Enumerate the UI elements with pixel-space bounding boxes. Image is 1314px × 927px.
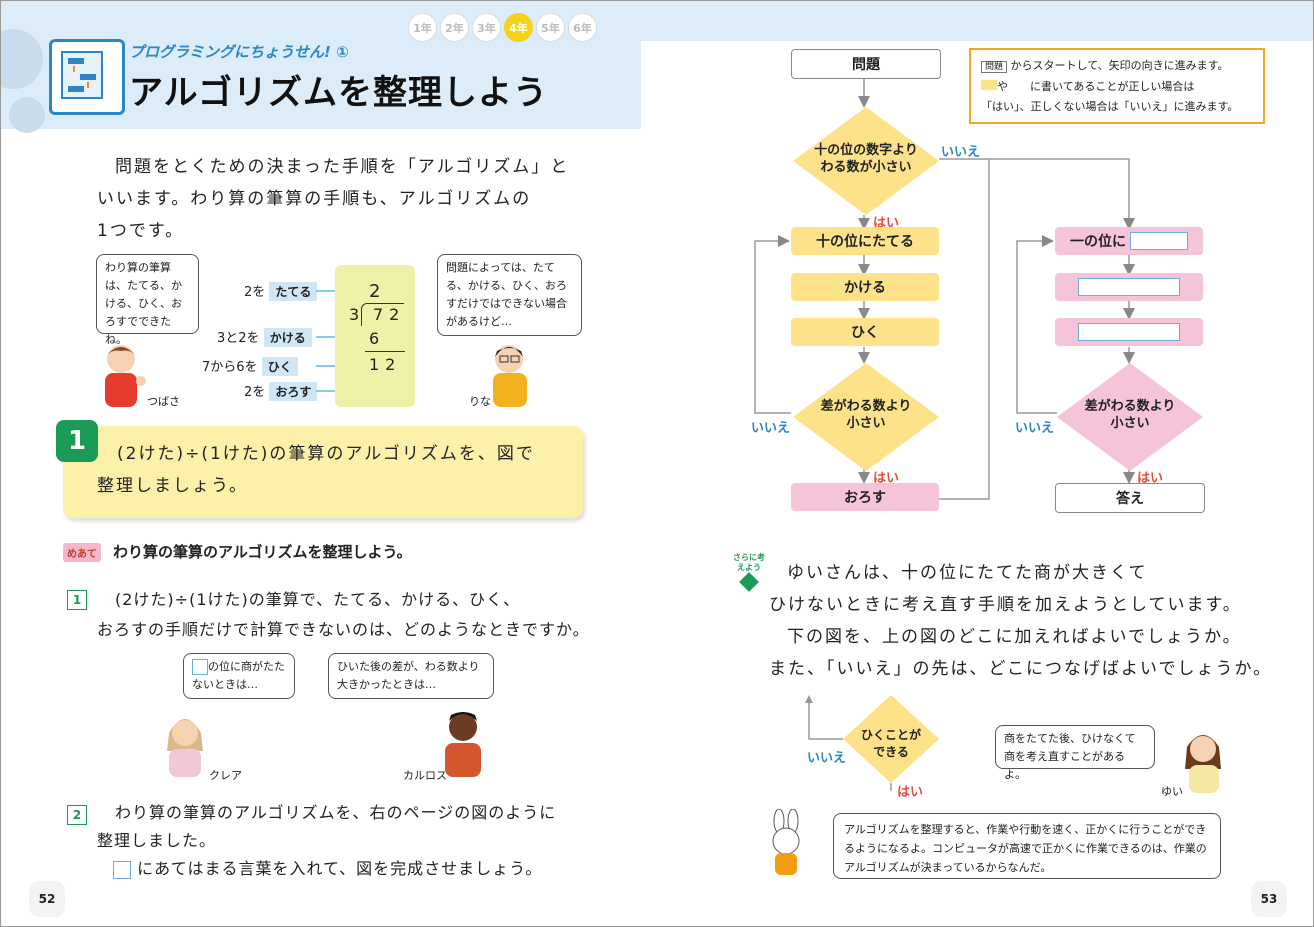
girl-yui-icon xyxy=(1181,727,1227,797)
flow-step-hiku: ひく xyxy=(791,318,939,346)
speech-bubble-tsubasa: わり算の筆算は、たてる、かける、ひく、おろすでできたね。 xyxy=(96,254,199,334)
grade-tab-3[interactable]: 3年 xyxy=(472,13,501,42)
remainder: 12 xyxy=(369,355,401,374)
long-division-panel: 2 3 72 6 12 xyxy=(335,265,415,407)
question-number: 1 xyxy=(56,420,98,462)
quotient: 2 xyxy=(369,281,380,302)
rabbit-mascot-icon xyxy=(759,809,819,883)
speech-bubble-carlos: ひいた後の差が、わる数より大きかったときは… xyxy=(328,653,494,699)
name-tsubasa: つばさ xyxy=(147,393,180,409)
grade-tab-6[interactable]: 6年 xyxy=(568,13,597,42)
label-yes: はい xyxy=(897,781,923,800)
speech-bubble-rina: 問題によっては、たてる、かける、ひく、おろすだけではできない場合があるけど… xyxy=(437,254,582,336)
speech-bubble-claire: の位に商がたたないときは… xyxy=(183,653,295,699)
speech-bubble-rabbit: アルゴリズムを整理すると、作業や行動を速く、正かくに行うことができるようになるよ… xyxy=(833,813,1221,879)
boy-tsubasa-icon xyxy=(99,341,149,411)
product: 6 xyxy=(369,329,379,348)
name-claire: クレア xyxy=(209,767,242,783)
step-hiku: 7から6を ひく xyxy=(202,356,298,376)
girl-rina-icon xyxy=(485,341,535,411)
intro-text: 問題をとくための決まった手順を「アルゴリズム」と いいます。わり算の筆算の手順も… xyxy=(97,151,577,247)
meate-text: わり算の筆算のアルゴリズムを整理しよう。 xyxy=(113,541,412,562)
answer-blank[interactable] xyxy=(113,861,131,879)
item-1-number: 1 xyxy=(67,590,87,610)
grade-tab-5[interactable]: 5年 xyxy=(536,13,565,42)
item-2-number: 2 xyxy=(67,805,87,825)
flow-step-ichinokurai: 一の位に xyxy=(1055,227,1203,255)
answer-blank[interactable] xyxy=(1078,278,1180,296)
boy-carlos-icon xyxy=(441,707,487,781)
step-kakeru: 3と2を かける xyxy=(217,327,312,347)
instruction-note: 問題 からスタートして、矢印の向きに進みます。 や に書いてあることが正しい場合… xyxy=(969,48,1265,124)
item-2-text: わり算の筆算のアルゴリズムを、右のページの図のように 整理しました。 にあてはま… xyxy=(97,799,556,883)
label-no: いいえ xyxy=(751,417,790,436)
name-rina: りな xyxy=(469,393,491,409)
step-tateru: 2を たてる xyxy=(244,281,317,301)
grade-tab-1[interactable]: 1年 xyxy=(408,13,437,42)
flow-start-problem: 問題 xyxy=(791,49,941,79)
gear-icon xyxy=(9,97,45,133)
grade-tab-2[interactable]: 2年 xyxy=(440,13,469,42)
name-yui: ゆい xyxy=(1161,783,1183,799)
page-title: アルゴリズムを整理しよう xyxy=(129,65,548,114)
label-no: いいえ xyxy=(941,141,980,160)
answer-blank[interactable] xyxy=(1078,323,1180,341)
flow-end-answer: 答え xyxy=(1055,483,1205,513)
page-subtitle: プログラミングにちょうせん! ① xyxy=(129,41,349,62)
extra-label: さらに考えよう xyxy=(731,553,767,573)
speech-bubble-yui: 商をたてた後、ひけなくて商を考え直すことがあるよ。 xyxy=(995,725,1155,769)
flowchart-logo-icon xyxy=(49,39,125,115)
girl-claire-icon xyxy=(163,711,209,781)
yellow-diamond-icon xyxy=(981,80,997,90)
question-box: (2けた)÷(1けた)の筆算のアルゴリズムを、図で 整理しましょう。 xyxy=(63,426,583,518)
grade-tab-4[interactable]: 4年 xyxy=(504,13,533,42)
extra-text: ゆいさんは、十の位にたてた商が大きくて ひけないときに考え直す手順を加えようとし… xyxy=(769,557,1272,685)
green-diamond-icon xyxy=(739,572,759,592)
step-orosu: 2を おろす xyxy=(244,381,317,401)
meate-badge: めあて xyxy=(63,543,101,562)
flow-step-blank-2 xyxy=(1055,318,1203,346)
flow-step-tateru: 十の位にたてる xyxy=(791,227,939,255)
item-1-text: (2けた)÷(1けた)の筆算で、たてる、かける、ひく、 おろすの手順だけで計算で… xyxy=(97,585,590,645)
page-number-right: 53 xyxy=(1251,881,1287,917)
flow-step-kakeru: かける xyxy=(791,273,939,301)
name-carlos: カルロス xyxy=(403,767,447,783)
divisor: 3 xyxy=(349,305,359,324)
flow-step-blank-1 xyxy=(1055,273,1203,301)
label-no: いいえ xyxy=(1015,417,1054,436)
label-no: いいえ xyxy=(807,747,846,766)
page-number-left: 52 xyxy=(29,881,65,917)
flow-step-orosu: おろす xyxy=(791,483,939,511)
header-band-right xyxy=(641,1,1314,41)
answer-blank[interactable] xyxy=(192,659,208,675)
answer-blank[interactable] xyxy=(1130,232,1188,250)
